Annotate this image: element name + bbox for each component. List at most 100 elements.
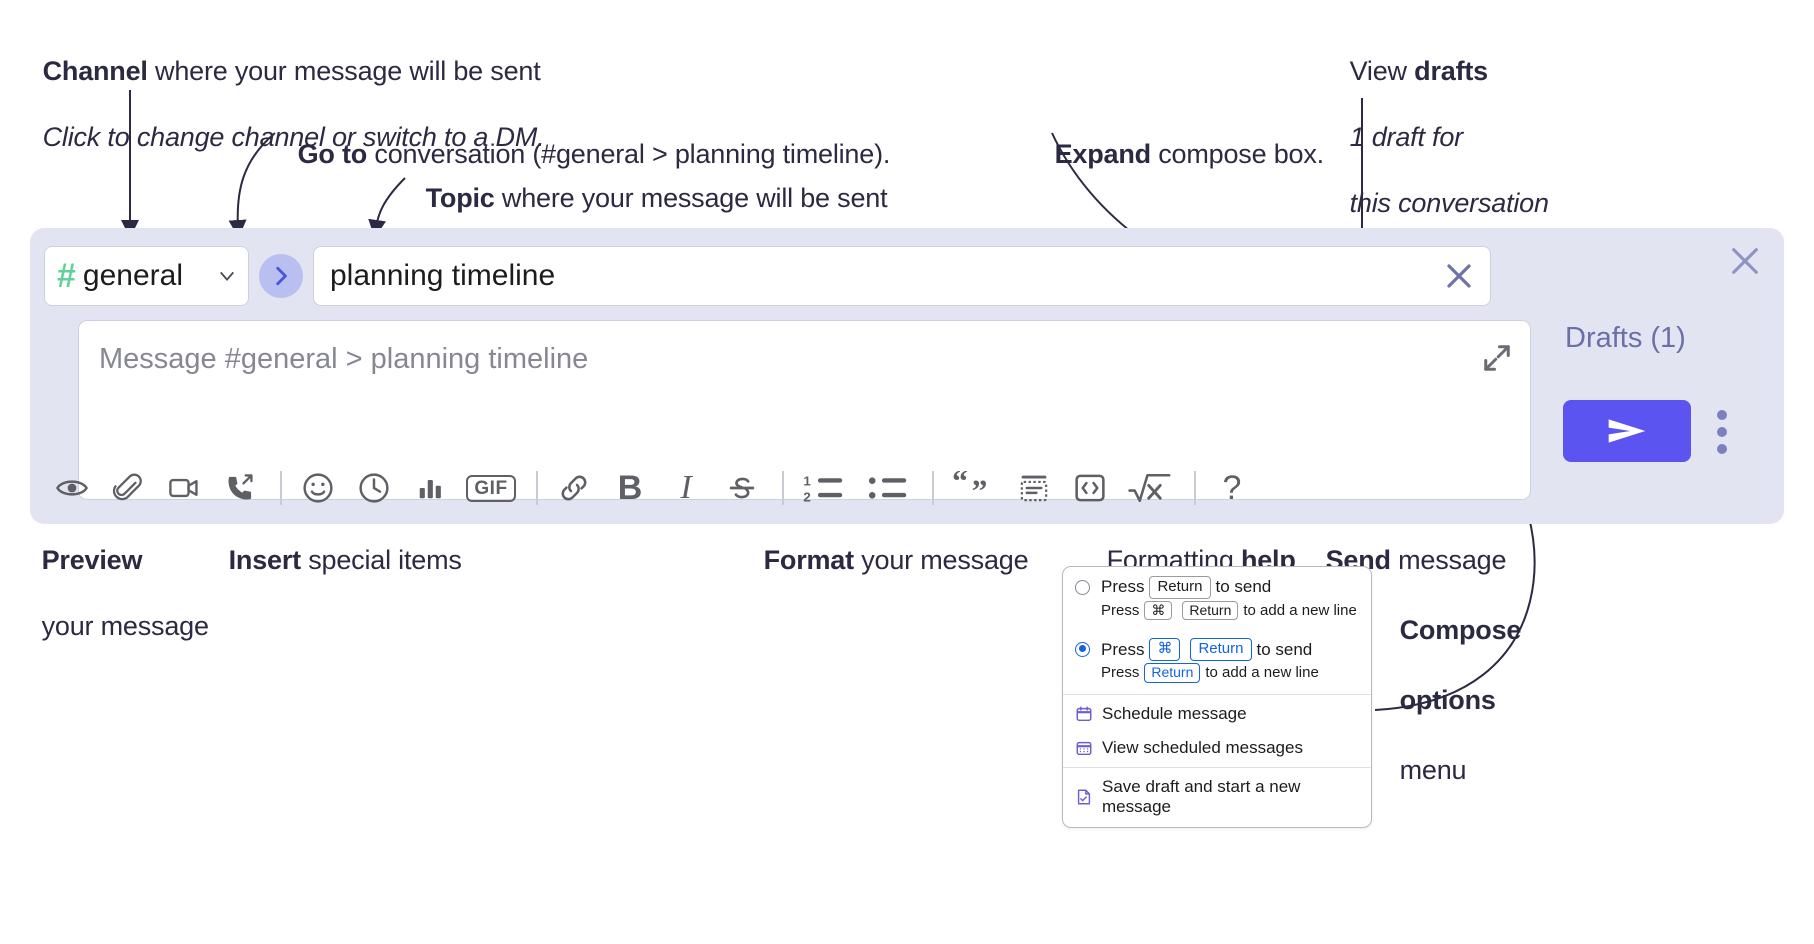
- annotation-drafts: View drafts 1 draft for this conversatio…: [1335, 22, 1549, 220]
- send-paper-plane-icon: [1608, 419, 1646, 443]
- annotation-compose-options-bold2: options: [1399, 685, 1496, 716]
- bar-chart-icon[interactable]: [406, 464, 454, 512]
- annotation-goto-bold: Go to: [297, 138, 368, 169]
- key-return: Return: [1149, 576, 1211, 599]
- menu-suboption-pre: Press: [1101, 602, 1140, 619]
- annotation-topic-rest: where your message will be sent: [494, 182, 888, 213]
- menu-suboption-post: to add a new line: [1243, 602, 1357, 619]
- topic-value: planning timeline: [330, 259, 556, 292]
- compose-right-column: Drafts (1): [1547, 228, 1784, 524]
- compose-options-button[interactable]: [1717, 410, 1727, 461]
- annotation-drafts-pre: View: [1349, 55, 1415, 86]
- blockquote-icon[interactable]: “ ”: [946, 464, 1002, 512]
- menu-item-save-draft[interactable]: Save draft and start a new message: [1063, 770, 1371, 827]
- inline-code-icon[interactable]: [1066, 464, 1114, 512]
- menu-option-return-to-send[interactable]: Press Return to send: [1063, 567, 1371, 601]
- annotation-send-rest: message: [1390, 544, 1507, 575]
- compose-options-menu: Press Return to send Press ⌘ Return to a…: [1062, 566, 1372, 828]
- menu-item-label: Schedule message: [1102, 703, 1247, 723]
- phone-call-icon[interactable]: [216, 464, 264, 512]
- menu-item-label: Save draft and start a new message: [1102, 776, 1301, 816]
- channel-selector[interactable]: # general: [44, 246, 249, 306]
- calendar-schedule-icon: [1076, 706, 1092, 721]
- preview-icon[interactable]: [48, 464, 96, 512]
- chevron-right-icon: [276, 266, 287, 286]
- menu-option-post: to send: [1215, 577, 1272, 597]
- menu-option-cmd-return-to-send[interactable]: Press ⌘ Return to send: [1063, 629, 1371, 663]
- menu-divider: [1063, 693, 1371, 695]
- drafts-link[interactable]: Drafts (1): [1565, 322, 1686, 354]
- toolbar-divider: [1194, 471, 1196, 505]
- topic-input[interactable]: planning timeline: [313, 246, 1491, 306]
- close-icon[interactable]: [1444, 261, 1474, 291]
- annotation-goto-rest: conversation (#general > planning timeli…: [367, 138, 891, 169]
- close-icon[interactable]: [1728, 244, 1762, 278]
- help-question-icon[interactable]: ?: [1208, 464, 1256, 512]
- annotation-topic: Topic where your message will be sent: [411, 149, 888, 215]
- message-input-box[interactable]: Message #general > planning timeline: [78, 320, 1531, 500]
- key-command: ⌘: [1144, 600, 1173, 621]
- menu-item-view-scheduled[interactable]: View scheduled messages: [1063, 731, 1371, 765]
- annotation-preview-rest: your message: [41, 610, 209, 641]
- svg-text:“: “: [952, 471, 968, 499]
- annotation-expand-bold: Expand: [1054, 138, 1152, 169]
- kebab-dot: [1717, 427, 1727, 437]
- annotation-expand: Expand compose box.: [1040, 105, 1325, 171]
- emoji-smiley-icon[interactable]: [294, 464, 342, 512]
- menu-option-pre: Press: [1101, 639, 1145, 659]
- svg-text:”: ”: [972, 473, 988, 505]
- expand-icon[interactable]: [1482, 343, 1512, 373]
- radio-button-selected[interactable]: [1075, 642, 1090, 658]
- toolbar-divider: [782, 471, 784, 505]
- annotation-drafts-bold: drafts: [1414, 55, 1488, 86]
- compose-widget: # general planning timeline Message #gen…: [30, 228, 1784, 524]
- help-label: ?: [1222, 469, 1242, 507]
- clock-icon[interactable]: [350, 464, 398, 512]
- annotation-drafts-italic1: 1 draft for: [1349, 121, 1464, 152]
- svg-text:1: 1: [803, 474, 811, 489]
- code-block-icon[interactable]: [1010, 464, 1058, 512]
- channel-name: general: [82, 259, 183, 292]
- menu-item-schedule-message[interactable]: Schedule message: [1063, 697, 1371, 731]
- save-draft-icon: [1077, 789, 1091, 804]
- compose-main-area: # general planning timeline Message #gen…: [30, 228, 1547, 524]
- link-icon[interactable]: [550, 464, 598, 512]
- math-icon[interactable]: [1122, 464, 1178, 512]
- send-button[interactable]: [1563, 400, 1691, 462]
- annotation-format: Format your message: [749, 511, 1029, 577]
- annotation-expand-rest: compose box.: [1150, 138, 1324, 169]
- annotation-compose-options-bold1: Compose: [1399, 615, 1522, 646]
- bulleted-list-icon[interactable]: [860, 464, 916, 512]
- radio-button-unselected[interactable]: [1075, 579, 1090, 595]
- go-to-conversation-button[interactable]: [259, 254, 303, 298]
- toolbar-divider: [536, 471, 538, 505]
- key-return: Return: [1182, 600, 1239, 621]
- menu-item-label: View scheduled messages: [1102, 737, 1303, 757]
- gif-icon[interactable]: GIF: [462, 464, 520, 512]
- annotation-insert: Insert special items: [214, 511, 462, 577]
- menu-suboption-post: to add a new line: [1205, 664, 1319, 682]
- attachment-paperclip-icon[interactable]: [104, 464, 152, 512]
- bold-icon[interactable]: B: [606, 464, 654, 512]
- bold-label: B: [617, 469, 643, 507]
- formatting-toolbar: GIF B I 1 2: [30, 452, 1547, 524]
- annotation-preview-bold: Preview: [41, 544, 143, 575]
- annotation-goto: Go to conversation (#general > planning …: [283, 105, 891, 171]
- annotation-compose-options-rest: menu: [1399, 755, 1467, 786]
- strikethrough-icon[interactable]: [718, 464, 766, 512]
- annotation-channel-rest: where your message will be sent: [147, 55, 541, 86]
- annotation-topic-bold: Topic: [425, 182, 495, 213]
- video-camera-icon[interactable]: [160, 464, 208, 512]
- chevron-down-icon: [220, 271, 234, 281]
- menu-option-post: to send: [1256, 639, 1313, 659]
- ordered-list-icon[interactable]: 1 2: [796, 464, 852, 512]
- italic-icon[interactable]: I: [662, 464, 710, 512]
- key-command: ⌘: [1149, 638, 1181, 661]
- toolbar-divider: [280, 471, 282, 505]
- hash-icon: #: [57, 257, 76, 295]
- compose-header-row: # general planning timeline: [44, 246, 1491, 306]
- key-return: Return: [1190, 638, 1252, 661]
- italic-label: I: [680, 469, 692, 506]
- annotation-compose-options: Compose options menu: [1385, 578, 1522, 789]
- annotation-insert-bold: Insert: [228, 544, 302, 575]
